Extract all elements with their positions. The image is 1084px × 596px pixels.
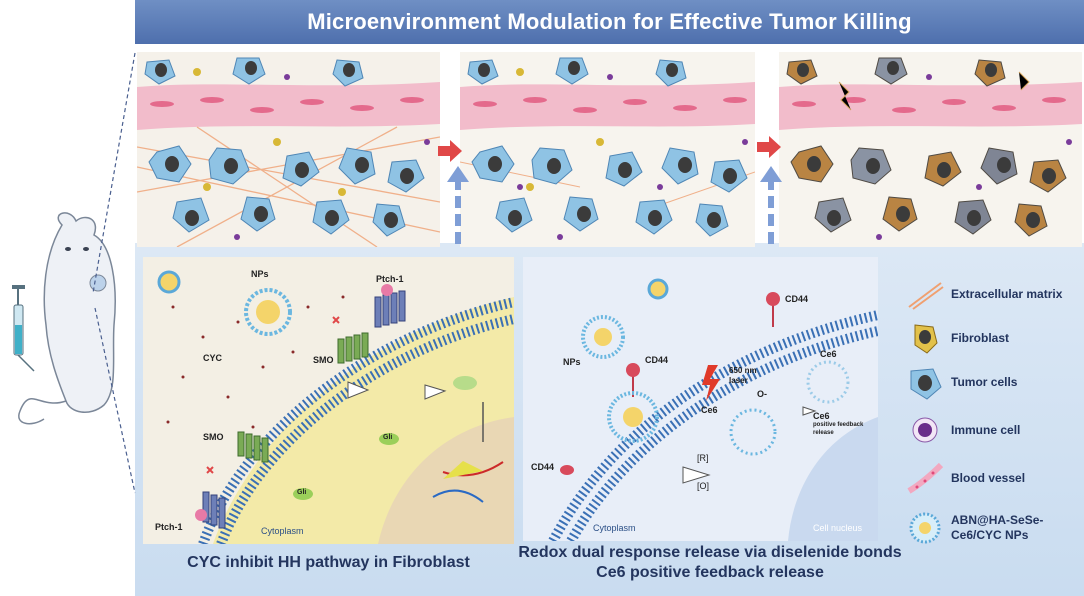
progress-arrow-2-icon bbox=[757, 136, 781, 158]
legend-item-tumor: Tumor cells bbox=[905, 362, 1084, 402]
tumor-stage-initial bbox=[137, 52, 440, 247]
progress-arrow-1-icon bbox=[438, 140, 462, 162]
label-cd44-bottom: CD44 bbox=[531, 462, 555, 472]
label-gli-2: Gli bbox=[297, 489, 307, 496]
label-smo-top: SMO bbox=[313, 355, 334, 365]
label-o-minus: O- bbox=[757, 389, 767, 399]
label-reduced: [R] bbox=[697, 453, 709, 463]
hh-pathway-art bbox=[157, 257, 514, 544]
label-laser: 650 nm laser bbox=[729, 366, 757, 385]
ecm-fiber-icon bbox=[908, 282, 944, 310]
label-ptch1-top: Ptch-1 bbox=[376, 274, 404, 284]
mouse-injection-illustration bbox=[12, 212, 116, 425]
label-ptch1-bottom: Ptch-1 bbox=[155, 522, 183, 532]
caption-redox-line1: Redox dual response release via diseleni… bbox=[518, 544, 902, 561]
legend-label-ecm: Extracellular matrix bbox=[951, 286, 1063, 301]
legend-label-immune: Immune cell bbox=[951, 422, 1021, 437]
redox-release-art bbox=[548, 278, 878, 541]
immune-cell-icon bbox=[912, 417, 938, 443]
label-oxidized: [O] bbox=[697, 481, 710, 491]
label-ce6-feedback-title: Ce6 bbox=[813, 411, 830, 421]
label-smo-bottom: SMO bbox=[203, 432, 224, 442]
blood-vessel-icon bbox=[907, 462, 944, 494]
dashed-up-arrow-1-icon bbox=[447, 166, 469, 244]
label-cytoplasm-left: Cytoplasm bbox=[261, 526, 304, 536]
legend-label-tumor: Tumor cells bbox=[951, 374, 1018, 389]
tumor-cell-icon bbox=[910, 368, 942, 400]
legend-label-vessel: Blood vessel bbox=[951, 470, 1026, 485]
label-nps-mid: NPs bbox=[563, 357, 581, 367]
label-ce6-feedback-text: positive feedback release bbox=[813, 422, 864, 436]
label-ce6-left: Ce6 bbox=[701, 405, 718, 415]
legend-item-immune: Immune cell bbox=[905, 410, 1084, 450]
zoom-guide-lines bbox=[92, 52, 136, 494]
diagram-title: Microenvironment Modulation for Effectiv… bbox=[135, 0, 1084, 44]
redox-release-panel: CD44 NPs CD44 650 nm laser Ce6 O- Ce6 Ce… bbox=[523, 257, 878, 541]
hh-pathway-panel: NPs Ptch-1 CYC SMO SMO Ptch-1 Gli Gli Cy… bbox=[143, 257, 514, 544]
legend-item-ecm: Extracellular matrix bbox=[905, 274, 1084, 314]
tumor-stage-ecm-remodeled bbox=[460, 52, 755, 247]
label-nps: NPs bbox=[251, 269, 269, 279]
label-cell-nucleus: Cell nucleus bbox=[813, 523, 863, 533]
tumor-stage-ecm-remodeled-art bbox=[460, 52, 755, 247]
legend-item-nps: ABN@HA-SeSe- Ce6/CYC NPs bbox=[905, 506, 1084, 550]
label-gli-1: Gli bbox=[383, 434, 393, 441]
label-cd44-top: CD44 bbox=[785, 294, 809, 304]
caption-hh-pathway: CYC inhibit HH pathway in Fibroblast bbox=[187, 554, 470, 571]
label-cyc: CYC bbox=[203, 353, 223, 363]
tumor-stage-initial-art bbox=[137, 52, 440, 247]
legend-label-fibroblast: Fibroblast bbox=[951, 330, 1010, 345]
label-cytoplasm-mid: Cytoplasm bbox=[593, 523, 636, 533]
label-cd44-mid: CD44 bbox=[645, 355, 669, 365]
legend-item-vessel: Blood vessel bbox=[905, 458, 1084, 498]
fibroblast-icon bbox=[914, 324, 938, 354]
tumor-stage-killed-art bbox=[779, 52, 1082, 247]
label-ce6-top: Ce6 bbox=[820, 349, 837, 359]
dashed-up-arrow-2-icon bbox=[760, 166, 782, 244]
tumor-stage-killed bbox=[779, 52, 1082, 247]
legend-label-nps: ABN@HA-SeSe- Ce6/CYC NPs bbox=[951, 513, 1044, 542]
caption-redox-line2: Ce6 positive feedback release bbox=[596, 564, 824, 581]
legend-item-fibroblast: Fibroblast bbox=[905, 318, 1084, 358]
nanoparticle-icon bbox=[909, 512, 941, 544]
